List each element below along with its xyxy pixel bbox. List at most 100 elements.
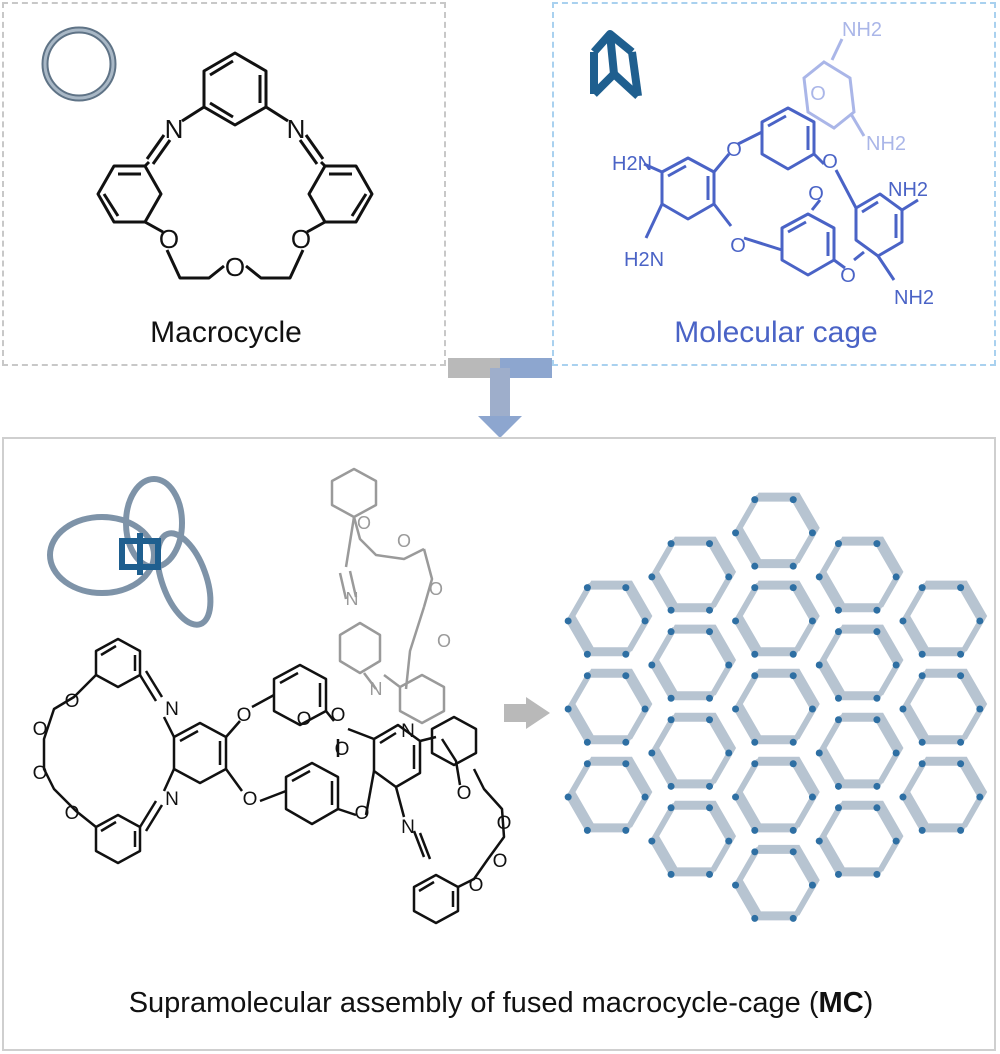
atom-label: N — [287, 114, 306, 144]
framework-ring — [738, 492, 820, 564]
framework-ring — [903, 671, 985, 742]
framework-node — [899, 617, 907, 625]
framework-node — [899, 793, 907, 801]
framework-node — [918, 826, 926, 834]
framework-node — [834, 628, 842, 636]
framework-node — [957, 650, 965, 658]
framework-ring — [738, 668, 820, 740]
framework-node — [641, 705, 649, 713]
framework-ring — [905, 756, 988, 828]
framework-node — [732, 793, 740, 801]
framework-node — [751, 584, 759, 592]
framework-node — [834, 804, 842, 812]
atom-label: O — [730, 235, 746, 257]
framework-node — [751, 650, 759, 658]
framework-node — [725, 661, 733, 669]
framework-ring — [821, 624, 904, 696]
framework-node — [873, 540, 881, 548]
framework-node — [725, 573, 733, 581]
framework-node — [957, 584, 965, 592]
framework-node — [815, 661, 823, 669]
atom-label: O — [291, 224, 311, 254]
framework-ring — [905, 580, 988, 652]
framework-node — [706, 606, 714, 614]
framework-node — [648, 837, 656, 845]
framework-node — [834, 870, 842, 878]
framework-node — [622, 672, 630, 680]
cage-caption: Molecular cage — [674, 316, 878, 349]
amine-label: NH2 — [894, 287, 934, 309]
framework-node — [789, 760, 797, 768]
framework-node — [808, 881, 816, 889]
amine-label: NH2 — [866, 133, 906, 155]
atom-label: O — [469, 875, 484, 896]
framework-node — [622, 584, 630, 592]
framework-node — [918, 672, 926, 680]
atom-label: O — [397, 531, 411, 551]
framework-node — [648, 661, 656, 669]
atom-label: O — [331, 705, 346, 726]
framework-node — [622, 760, 630, 768]
caption-end: ) — [863, 987, 874, 1019]
atom-label: O — [497, 813, 512, 834]
atom-label: N — [401, 817, 415, 838]
framework-node — [789, 826, 797, 834]
framework-node — [957, 826, 965, 834]
amine-label: NH2 — [842, 19, 882, 41]
framework-node — [815, 573, 823, 581]
framework-node — [892, 661, 900, 669]
framework-node — [751, 496, 759, 504]
framework-node — [789, 562, 797, 570]
framework-ring — [568, 671, 650, 742]
framework-node — [706, 540, 714, 548]
framework-node — [873, 716, 881, 724]
framework-ring — [568, 759, 650, 830]
framework-ring — [652, 715, 734, 786]
assembly-caption: Supramolecular assembly of fused macrocy… — [4, 987, 998, 1020]
caption-bold: MC — [818, 987, 864, 1019]
framework-node — [706, 782, 714, 790]
framework-node — [808, 793, 816, 801]
atom-label: O — [225, 252, 245, 282]
framework-ring — [735, 583, 818, 654]
atom-label: N — [370, 679, 383, 699]
framework-node — [892, 573, 900, 581]
macrocycle-structure: N N O O O — [41, 26, 374, 282]
framework-node — [751, 848, 759, 856]
framework-ring — [819, 627, 901, 698]
framework-node — [583, 826, 591, 834]
framework-node — [957, 738, 965, 746]
macrocycle-panel: N N O O O Macrocycle — [2, 2, 446, 366]
framework-node — [815, 837, 823, 845]
framework-node — [834, 606, 842, 614]
atom-label: O — [822, 151, 838, 173]
atom-label: N — [401, 721, 415, 742]
framework-node — [706, 804, 714, 812]
framework-node — [873, 606, 881, 614]
framework-ring — [819, 803, 901, 874]
assembly-panel: O O O N N O — [2, 437, 996, 1051]
framework-ring — [905, 668, 988, 740]
framework-node — [751, 914, 759, 922]
framework-ring — [821, 536, 904, 608]
atom-label: O — [335, 739, 350, 760]
framework-ring — [738, 844, 820, 916]
cage-icon — [590, 30, 642, 99]
framework-node — [957, 672, 965, 680]
framework-ring — [652, 539, 734, 610]
framework-node — [815, 749, 823, 757]
framework-ring — [735, 847, 818, 918]
framework-node — [648, 573, 656, 581]
atom-label: N — [165, 789, 179, 810]
framework-node — [564, 793, 572, 801]
atom-label: O — [357, 513, 371, 533]
framework-ring — [652, 803, 734, 874]
framework-node — [564, 705, 572, 713]
framework-node — [732, 705, 740, 713]
framework-node — [706, 628, 714, 636]
framework-ring — [819, 715, 901, 786]
honeycomb-framework — [564, 492, 988, 922]
atom-label: O — [33, 763, 48, 784]
framework-node — [808, 529, 816, 537]
framework-node — [892, 749, 900, 757]
